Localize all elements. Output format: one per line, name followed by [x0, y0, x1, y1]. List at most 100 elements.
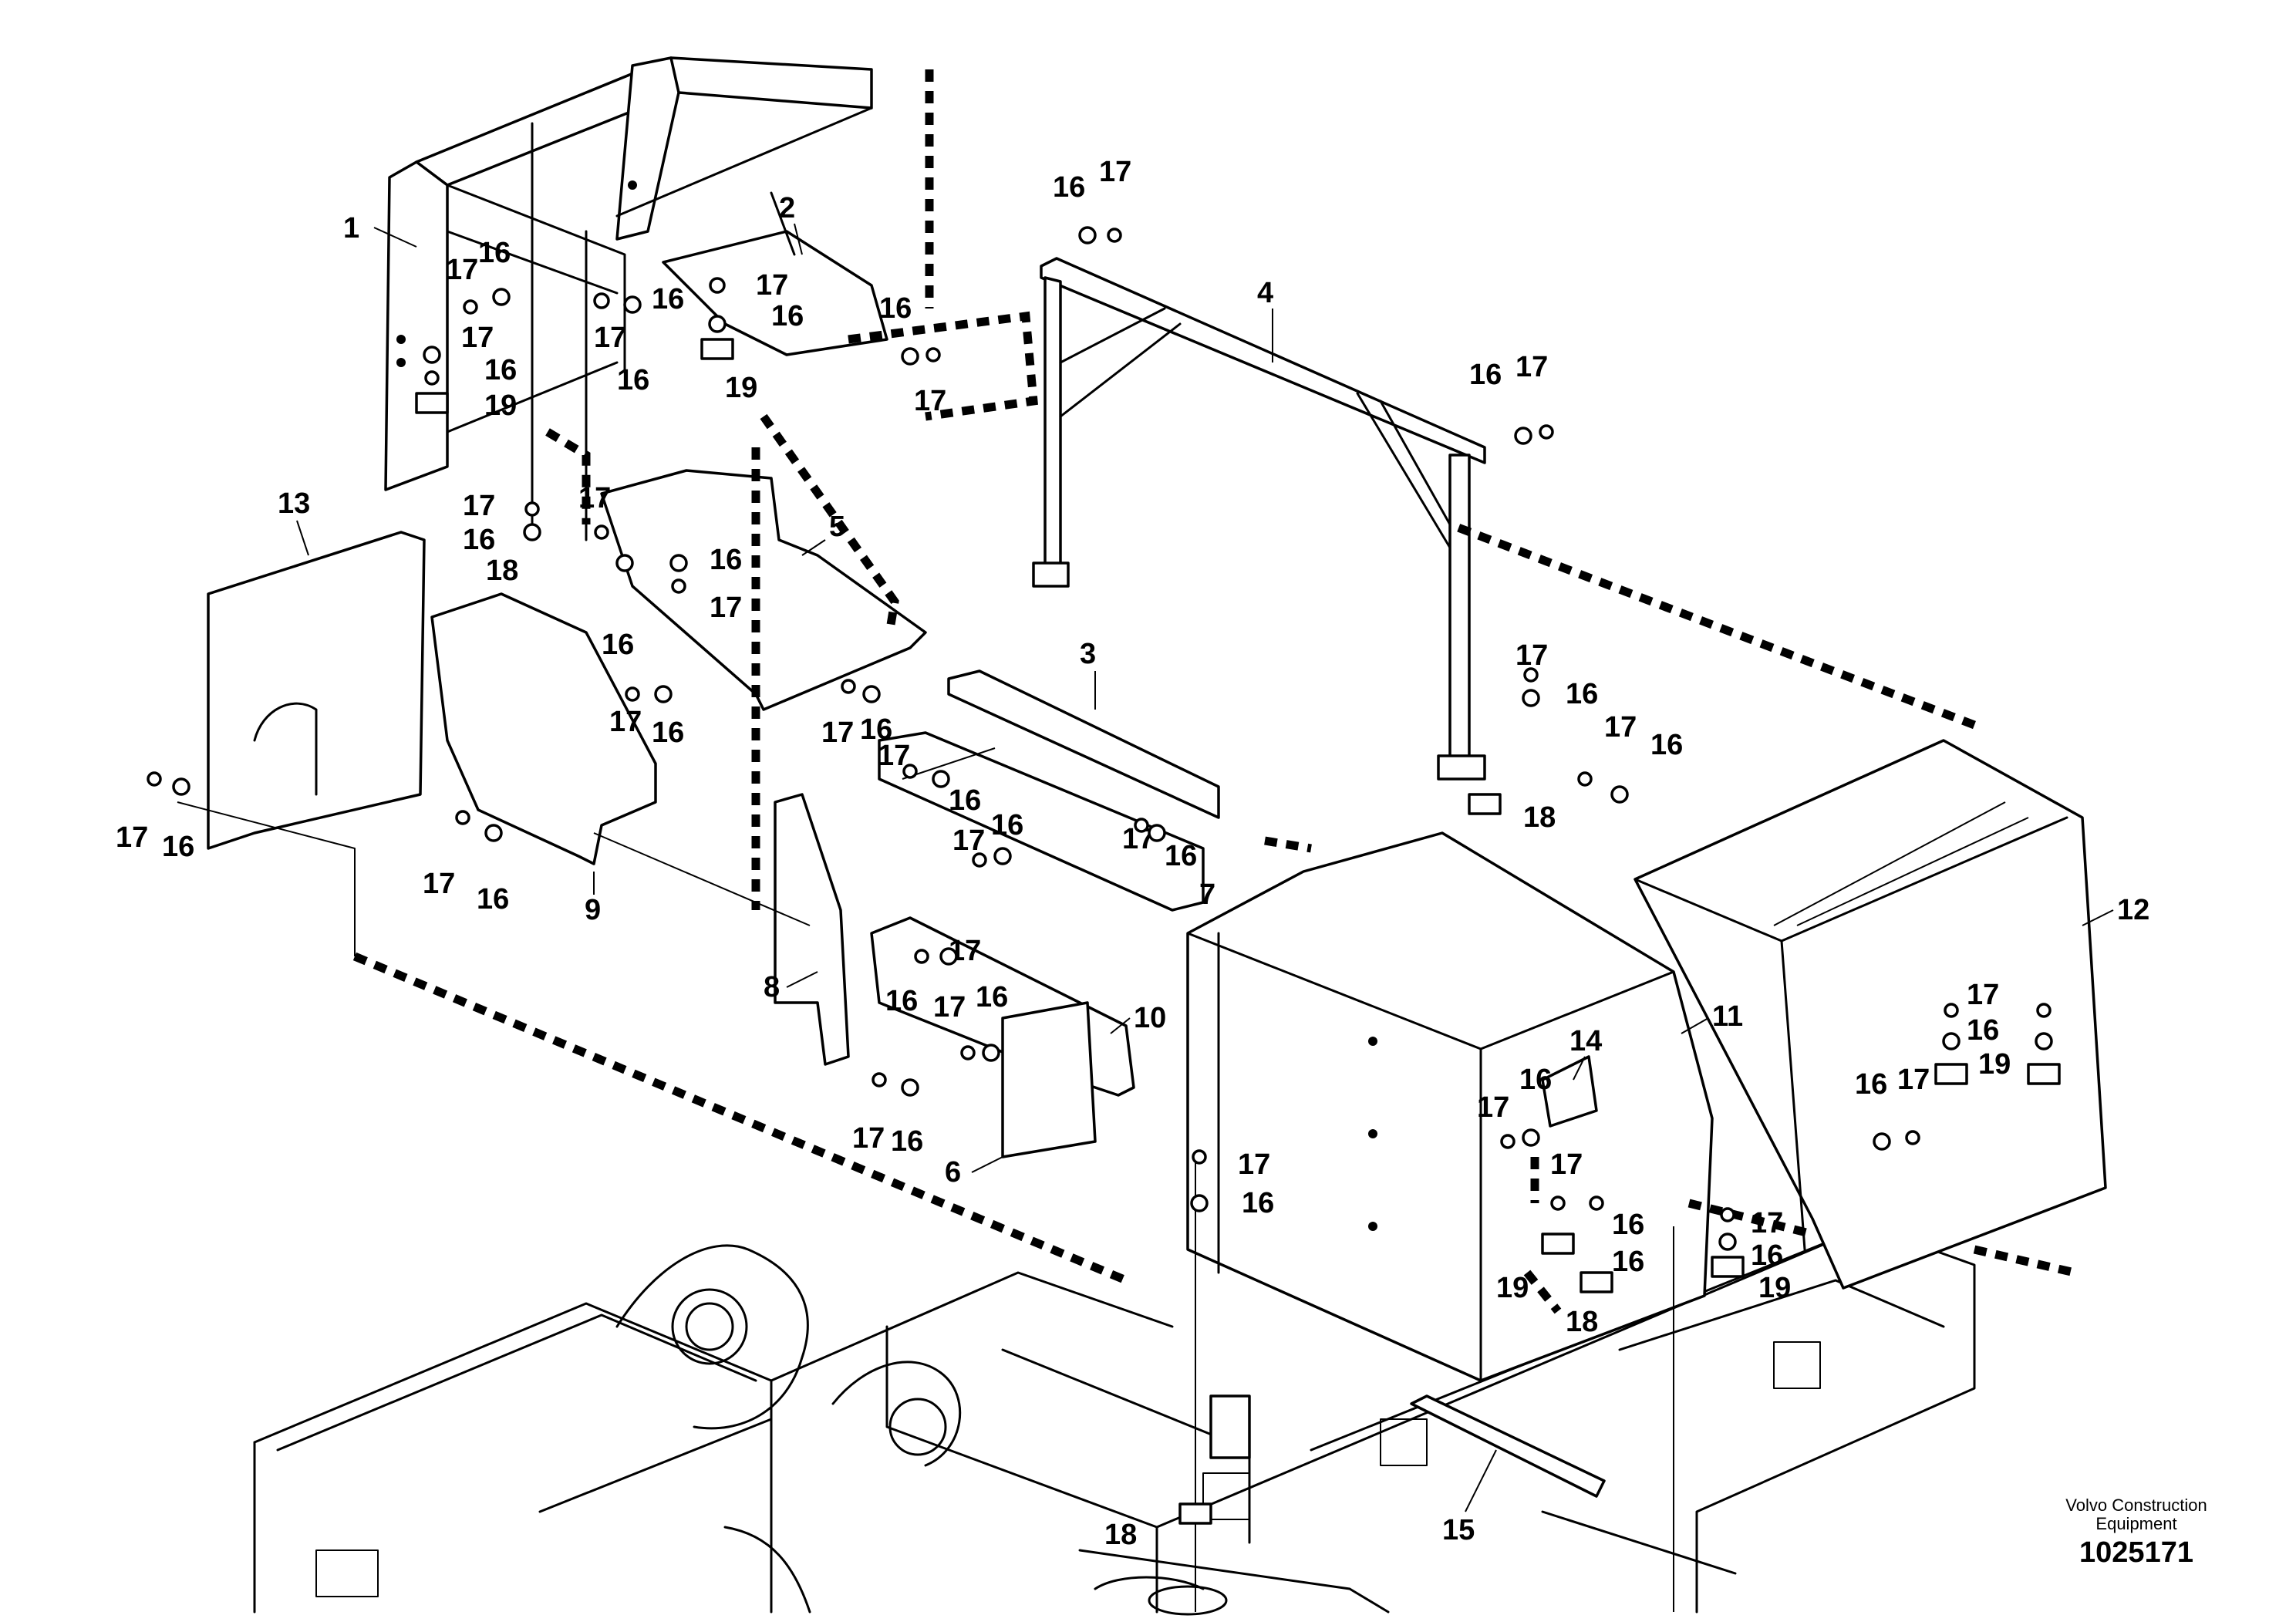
part-13-side-plate — [207, 531, 426, 850]
part-11-box — [1186, 831, 1714, 1382]
part-3-rail — [947, 669, 1220, 819]
callout-9: 9 — [585, 894, 601, 926]
callout-16: 16 — [162, 831, 194, 863]
callout-16: 16 — [1519, 1064, 1552, 1096]
callout-14: 14 — [1569, 1025, 1602, 1057]
part-6-panel — [1001, 1001, 1097, 1158]
callout-19: 19 — [484, 389, 517, 422]
callout-17: 17 — [914, 385, 946, 417]
callout-16: 16 — [1612, 1209, 1644, 1241]
brand-line-1: Volvo Construction — [2065, 1496, 2207, 1515]
callout-17: 17 — [1515, 351, 1548, 383]
callout-17: 17 — [463, 490, 495, 522]
callout-17: 17 — [1238, 1148, 1270, 1181]
callout-18: 18 — [486, 555, 518, 587]
guide-lines — [177, 747, 1674, 1612]
brand-label: Volvo Construction Equipment — [1982, 1496, 2291, 1533]
callout-18: 18 — [1523, 801, 1556, 834]
callout-17: 17 — [1751, 1207, 1783, 1239]
callout-17: 17 — [461, 322, 494, 354]
callout-1: 1 — [343, 212, 359, 244]
callout-16: 16 — [484, 354, 517, 386]
callout-16: 16 — [1855, 1068, 1887, 1101]
callout-17: 17 — [578, 482, 611, 514]
callout-16: 16 — [463, 524, 495, 556]
callout-18: 18 — [1566, 1306, 1598, 1338]
part-7-plate — [878, 731, 1205, 912]
callout-16: 16 — [1650, 729, 1683, 761]
callout-7: 7 — [1199, 878, 1215, 911]
callout-17: 17 — [446, 254, 478, 286]
callout-16: 16 — [771, 300, 804, 332]
callout-16: 16 — [1165, 840, 1197, 872]
callout-17: 17 — [594, 322, 626, 354]
callout-17: 17 — [933, 991, 966, 1023]
callout-16: 16 — [602, 629, 634, 661]
callout-17: 17 — [1550, 1148, 1583, 1181]
callout-19: 19 — [1758, 1272, 1791, 1304]
document-number: 1025171 — [2079, 1536, 2193, 1569]
callout-16: 16 — [1242, 1187, 1274, 1219]
callout-16: 16 — [891, 1125, 923, 1158]
callout-3: 3 — [1080, 638, 1096, 670]
callout-17: 17 — [1099, 156, 1131, 188]
callout-16: 16 — [1751, 1239, 1783, 1272]
callout-17: 17 — [1897, 1064, 1930, 1096]
part-8-panel — [774, 793, 850, 1066]
callout-8: 8 — [764, 971, 780, 1003]
callout-17: 17 — [952, 824, 985, 857]
callout-16: 16 — [991, 809, 1023, 841]
callout-2: 2 — [779, 192, 795, 224]
callout-17: 17 — [852, 1122, 885, 1155]
callout-19: 19 — [725, 372, 757, 404]
callout-16: 16 — [949, 784, 981, 817]
callout-16: 16 — [1612, 1246, 1644, 1278]
callout-17: 17 — [1604, 711, 1637, 744]
brand-line-2: Equipment — [2095, 1514, 2177, 1533]
assembly-dash-lines — [352, 69, 2076, 1314]
callout-17: 17 — [1477, 1091, 1509, 1124]
callout-16: 16 — [1566, 678, 1598, 710]
part-15-strip — [1410, 1394, 1606, 1498]
callout-16: 16 — [710, 544, 742, 576]
callout-5: 5 — [829, 511, 845, 543]
callout-16: 16 — [1967, 1014, 1999, 1047]
part-5-panel — [600, 469, 927, 711]
callout-16: 16 — [1469, 359, 1502, 391]
callout-16: 16 — [976, 981, 1008, 1013]
callout-16: 16 — [652, 717, 684, 749]
callout-17: 17 — [1515, 639, 1548, 672]
callout-18: 18 — [1104, 1519, 1137, 1551]
callout-17: 17 — [423, 868, 455, 900]
callout-17: 17 — [1967, 979, 1999, 1011]
callout-17: 17 — [609, 706, 642, 738]
callout-19: 19 — [1978, 1048, 2011, 1081]
fasteners — [147, 226, 2061, 1525]
callout-16: 16 — [879, 292, 912, 325]
callout-6: 6 — [945, 1156, 961, 1189]
callout-19: 19 — [1496, 1272, 1529, 1304]
callout-16: 16 — [477, 883, 509, 916]
part-1-left-frame — [384, 56, 873, 541]
callout-17: 17 — [710, 592, 742, 624]
part-12-right-cover — [1633, 739, 2107, 1290]
callout-17: 17 — [756, 269, 788, 302]
callout-16: 16 — [860, 713, 892, 746]
callout-16: 16 — [617, 364, 649, 396]
callout-16: 16 — [652, 283, 684, 315]
callout-10: 10 — [1134, 1002, 1166, 1034]
callout-4: 4 — [1257, 277, 1273, 309]
callout-16: 16 — [478, 237, 511, 269]
callout-15: 15 — [1442, 1514, 1475, 1546]
callout-11: 11 — [1712, 1000, 1743, 1033]
callout-17: 17 — [116, 821, 148, 854]
callout-13: 13 — [278, 487, 310, 520]
callout-12: 12 — [2117, 894, 2149, 926]
part-9-lower-bracket — [430, 592, 657, 865]
callout-16: 16 — [885, 985, 918, 1017]
part-4-top-frame — [1032, 257, 1486, 781]
callouts: 1 2 3 4 5 6 7 8 9 10 11 12 13 14 15 17 1… — [116, 156, 2149, 1551]
part-14-clip — [1541, 1055, 1598, 1128]
